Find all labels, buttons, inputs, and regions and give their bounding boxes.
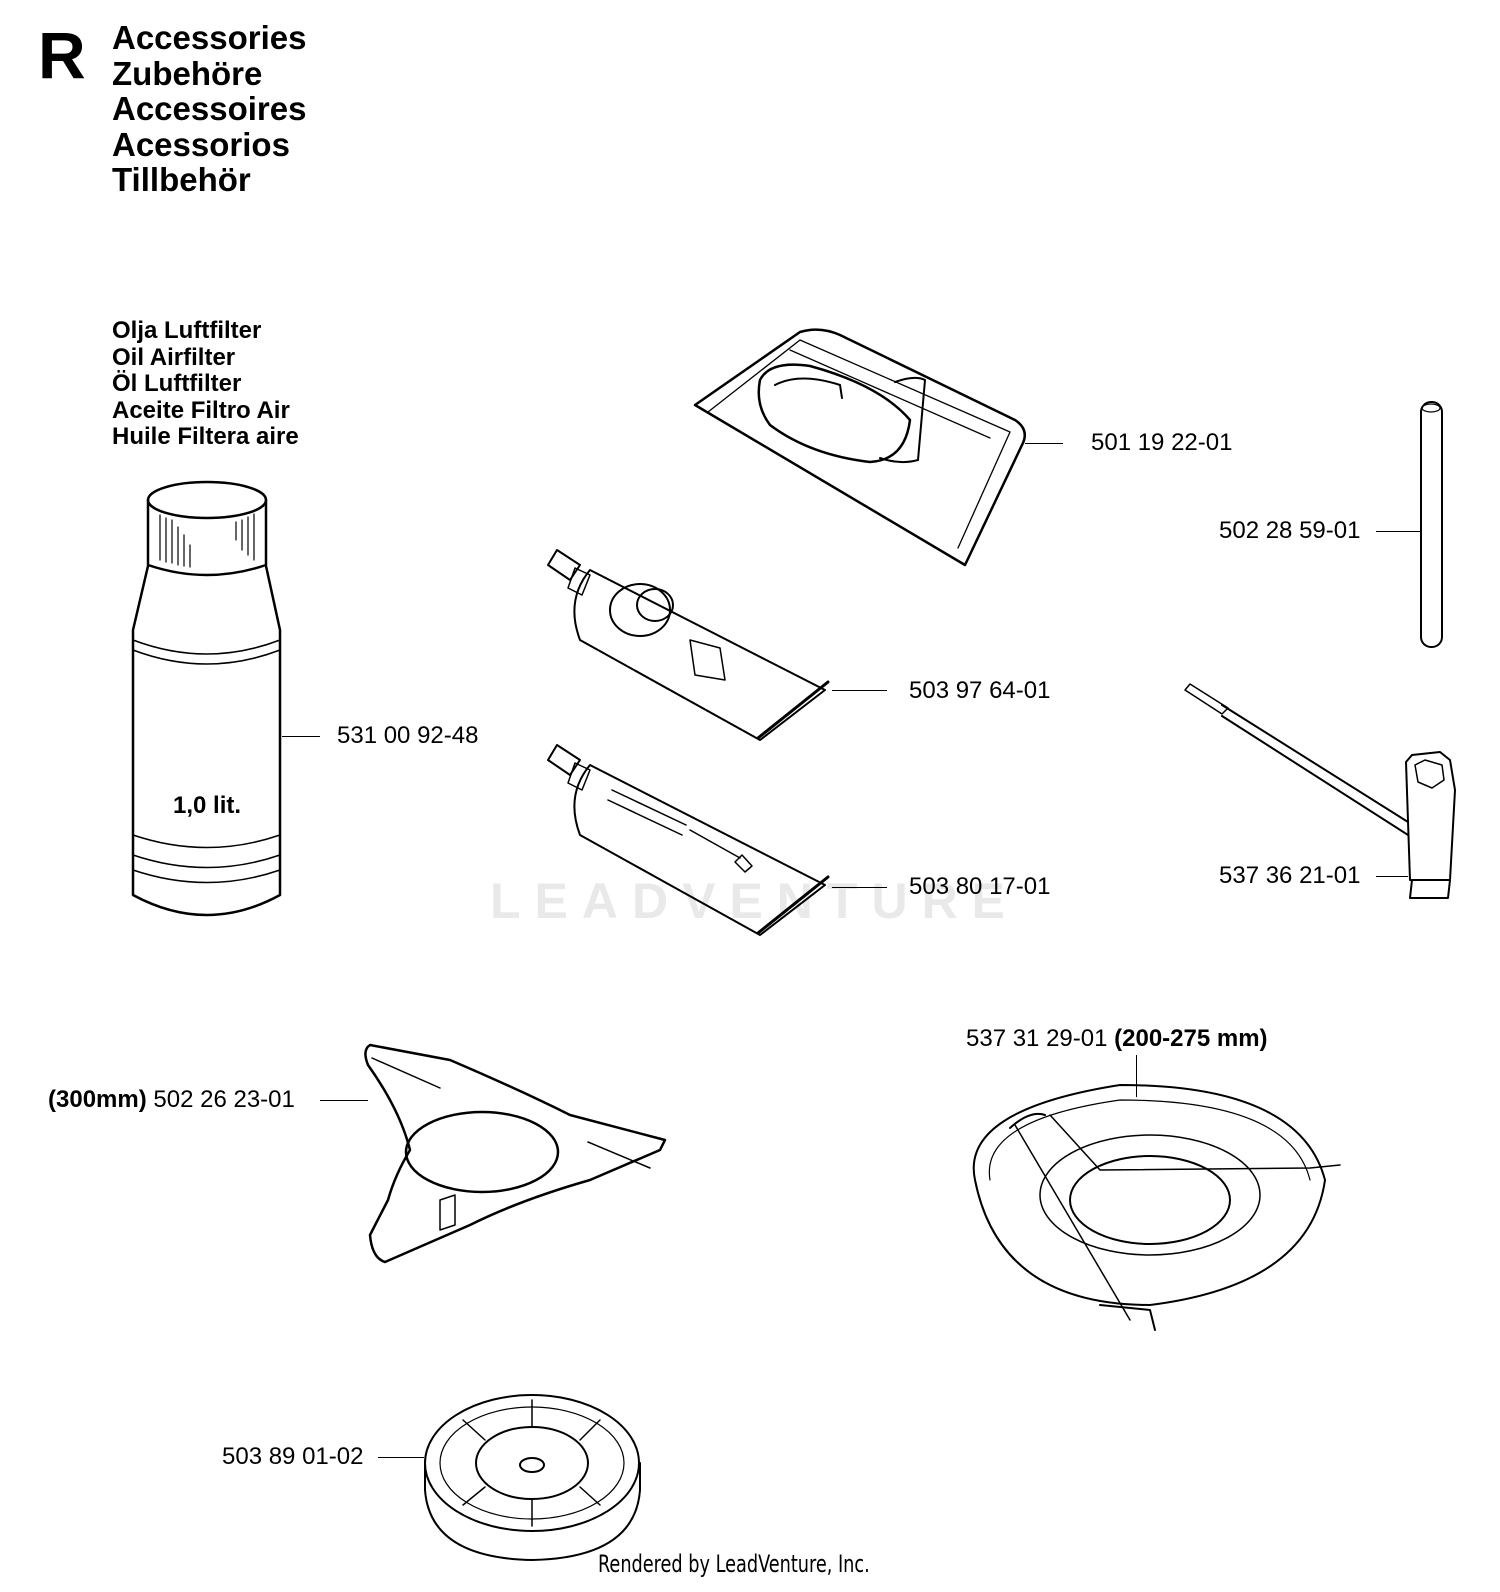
section-titles: Accessories Zubehöre Accessoires Acessor… <box>112 20 306 198</box>
watermark: LEADVENTURE <box>490 873 1020 929</box>
leader-line <box>1136 1055 1137 1097</box>
oil-title-sv: Olja Luftfilter <box>112 317 262 344</box>
grease-tube-1-drawing <box>547 549 830 741</box>
part-number-grease-tube-2[interactable]: 503 80 17-01 <box>909 873 1051 900</box>
leader-line <box>282 736 320 737</box>
oil-airfilter-titles: Olja Luftfilter Oil Airfilter Öl Luftfil… <box>112 317 299 451</box>
leader-line <box>832 690 887 691</box>
section-letter: R <box>38 18 86 92</box>
leader-line <box>832 887 887 888</box>
oil-bottle-drawing <box>131 480 282 917</box>
oil-title-es: Aceite Filtro Air <box>112 396 290 424</box>
part-number-grease-tube-1[interactable]: 503 97 64-01 <box>909 677 1051 704</box>
leader-line <box>378 1457 424 1458</box>
title-es: Acessorios <box>112 125 290 163</box>
spark-plug-wrench-drawing <box>1184 683 1456 899</box>
grease-tube-2-drawing <box>547 744 830 936</box>
part-number-pin[interactable]: 502 28 59-01 <box>1219 517 1361 544</box>
trimmer-guard-number: 537 31 29-01 <box>966 1025 1108 1052</box>
bag-drawing <box>693 328 1027 567</box>
leader-line <box>1376 531 1420 532</box>
part-number-support-cup[interactable]: 503 89 01-02 <box>222 1443 364 1470</box>
part-number-bottle[interactable]: 531 00 92-48 <box>337 722 479 749</box>
title-sv: Tillbehör <box>112 161 251 198</box>
part-number-blade-guard[interactable]: (300mm) 502 26 23-01 <box>48 1086 295 1114</box>
title-en: Accessories <box>112 19 307 56</box>
leader-line <box>320 1100 368 1101</box>
title-de: Zubehöre <box>112 54 263 92</box>
oil-title-fr: Huile Filtera aire <box>112 423 299 450</box>
blade-guard-number: 502 26 23-01 <box>153 1086 295 1113</box>
oil-title-de: Öl Luftfilter <box>112 370 242 397</box>
pin-drawing <box>1420 401 1443 648</box>
bottle-volume-label: 1,0 lit. <box>173 792 242 819</box>
trimmer-guard-drawing <box>972 1084 1341 1331</box>
trimmer-guard-size: (200-275 mm) <box>1114 1025 1268 1052</box>
leader-line <box>1025 443 1063 444</box>
leader-line <box>1376 876 1408 877</box>
oil-title-en: Oil Airfilter <box>112 343 236 371</box>
title-fr: Accessoires <box>112 90 307 127</box>
part-number-bag[interactable]: 501 19 22-01 <box>1091 429 1233 456</box>
part-number-trimmer-guard[interactable]: 537 31 29-01 (200-275 mm) <box>966 1025 1268 1053</box>
blade-guard-size: (300mm) <box>48 1086 147 1113</box>
part-number-spark-plug-wrench[interactable]: 537 36 21-01 <box>1219 862 1361 889</box>
footer-credit: Rendered by LeadVenture, Inc. <box>598 1550 870 1578</box>
blade-guard-drawing <box>364 1043 667 1264</box>
support-cup-drawing <box>424 1394 641 1561</box>
